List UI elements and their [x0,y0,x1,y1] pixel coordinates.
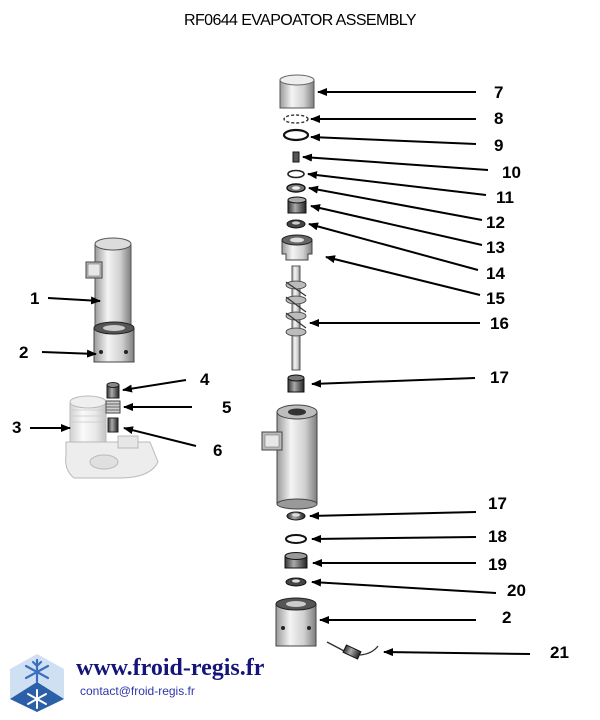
diagram-title: RF0644 EVAPOATOR ASSEMBLY [184,12,417,29]
website-link[interactable]: www.froid-regis.fr [76,655,265,681]
callout-9: 9 [494,136,503,155]
callout-11: 11 [496,188,514,207]
leader-arrows [30,88,531,657]
arrow-12 [308,185,483,221]
arrow-21 [383,648,531,657]
arrow-14 [308,222,479,271]
callout-14: 14 [486,264,505,283]
arrow-15 [325,255,481,296]
arrow-17a [311,377,476,388]
callout-20: 20 [507,581,526,600]
arrow-1 [47,296,101,305]
callout-6: 6 [213,441,222,460]
callout-3: 3 [12,418,21,437]
callout-13: 13 [486,238,505,257]
arrow-13 [310,204,483,246]
callout-17-bottom: 17 [488,494,507,513]
callout-1: 1 [30,289,39,308]
snowflake-logo-icon [10,654,64,712]
callout-18: 18 [488,527,507,546]
callout-19: 19 [488,555,507,574]
contact-email-link[interactable]: contact@froid-regis.fr [80,684,195,698]
arrow-11 [307,171,487,196]
callout-17-top: 17 [490,368,509,387]
callout-5: 5 [222,398,231,417]
callout-2-right: 2 [502,608,511,627]
arrow-17b [309,511,477,520]
arrow-9 [310,133,477,145]
arrow-10 [302,153,489,171]
arrow-2 [41,349,97,358]
callout-labels: 1 2 3 4 5 6 7 8 9 10 11 12 13 14 15 16 1… [12,83,569,662]
callout-15: 15 [486,289,505,308]
callout-21: 21 [550,643,569,662]
arrow-6 [123,426,197,447]
callout-16: 16 [490,314,509,333]
arrow-20 [311,578,497,594]
callout-12: 12 [486,213,505,232]
callout-7: 7 [494,83,503,102]
callout-8: 8 [494,109,503,128]
callout-10: 10 [502,163,521,182]
arrow-18 [311,534,477,543]
callout-4: 4 [200,370,210,389]
left-evaporator-unit [65,237,159,479]
right-evaporator-stack [261,74,379,660]
callout-2-left: 2 [19,343,28,362]
arrow-4 [122,379,187,393]
